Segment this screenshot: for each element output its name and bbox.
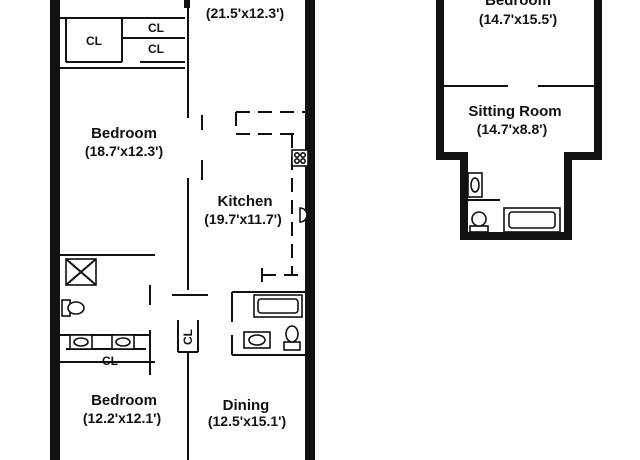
sitting-room-dims: (14.7'x8.8') — [477, 121, 547, 137]
center-hall — [149, 294, 208, 460]
closet-label-b: CL — [148, 21, 164, 35]
bedroom-bottom-name: Bedroom — [91, 392, 157, 409]
interior-walls — [187, 0, 305, 290]
upper-toilet-fixture — [469, 225, 489, 233]
bathroom-right — [231, 291, 305, 356]
closet-label-vertical: CL — [181, 329, 195, 345]
upper-bedroom-name: Bedroom — [485, 0, 551, 9]
closet-label-a: CL — [86, 34, 102, 48]
toilet-fixture-right — [283, 341, 301, 351]
room-labels: (21.5'x12.3') Bedroom (18.7'x12.3') Kitc… — [83, 0, 562, 429]
kitchen-name: Kitchen — [217, 193, 272, 210]
bathroom-left — [60, 254, 155, 363]
kitchen-dims: (19.7'x11.7') — [204, 211, 282, 227]
den-dims: (21.5'x12.3') — [206, 5, 284, 21]
main-right-wall — [305, 0, 315, 460]
bedroom-mid-dims: (18.7'x12.3') — [85, 143, 163, 159]
dining-name: Dining — [223, 397, 270, 414]
bedroom-mid-name: Bedroom — [91, 125, 157, 142]
upper-unit-walls — [436, 0, 602, 240]
closet-label-c: CL — [148, 42, 164, 56]
upper-bedroom-dims: (14.7'x15.5') — [479, 11, 557, 27]
top-closets — [60, 17, 185, 69]
closet-labels: CL CL CL CL CL — [86, 21, 195, 368]
bedroom-bottom-dims: (12.2'x12.1') — [83, 410, 161, 426]
kitchen-appliances — [291, 149, 309, 223]
kitchen-sink-fixture — [299, 207, 308, 223]
main-left-wall — [50, 0, 60, 460]
dining-dims: (12.5'x15.1') — [208, 413, 286, 429]
closet-label-d: CL — [102, 354, 118, 368]
stove-fixture — [291, 149, 309, 167]
sitting-room-name: Sitting Room — [468, 103, 561, 120]
